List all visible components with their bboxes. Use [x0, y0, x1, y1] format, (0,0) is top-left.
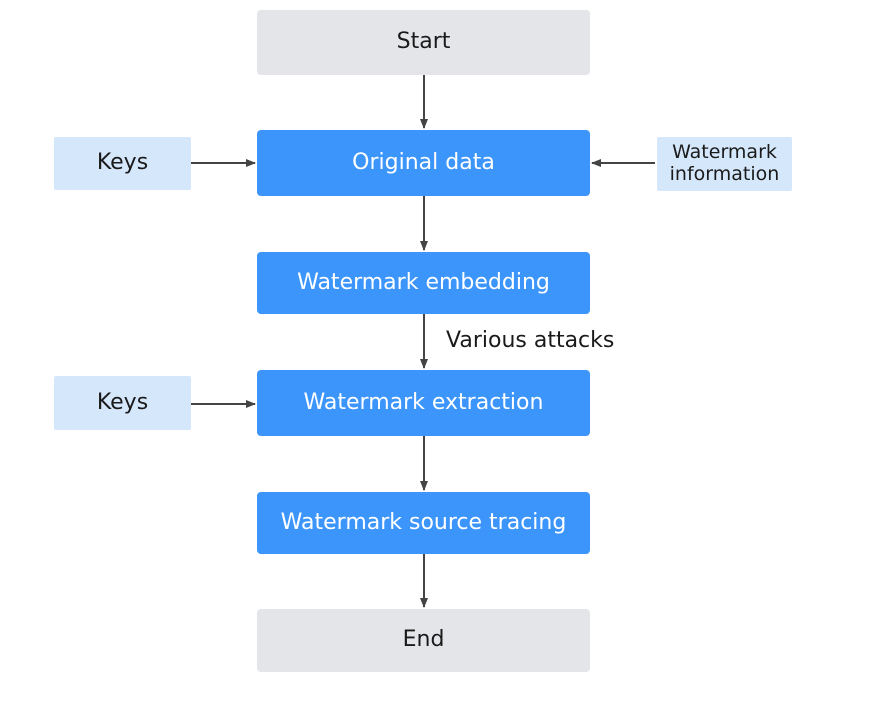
- watermark-extraction-node: Watermark extraction: [257, 370, 590, 436]
- watermark-embedding-node: Watermark embedding: [257, 252, 590, 314]
- original-data-node: Original data: [257, 130, 590, 196]
- keys-node-top: Keys: [54, 137, 191, 190]
- watermark-information-node: Watermark information: [657, 137, 792, 191]
- various-attacks-label: Various attacks: [446, 328, 615, 353]
- watermark-source-tracing-node: Watermark source tracing: [257, 492, 590, 554]
- end-node: End: [257, 609, 590, 672]
- keys-node-bottom: Keys: [54, 376, 191, 430]
- start-node: Start: [257, 10, 590, 75]
